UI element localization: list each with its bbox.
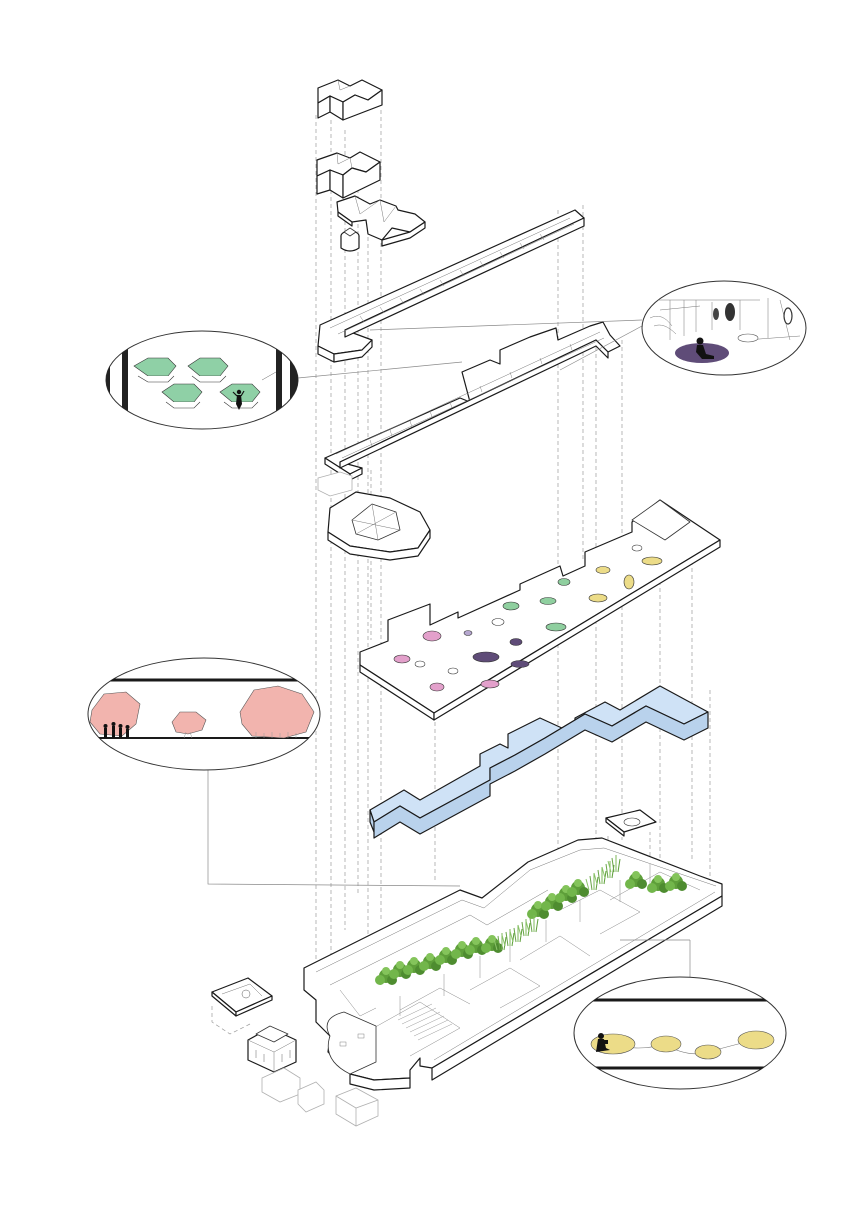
callout-pink-canopies xyxy=(87,657,321,771)
person-icon xyxy=(232,389,245,410)
callout-green-pods xyxy=(105,330,299,430)
layer-upper-block-tower xyxy=(316,151,426,252)
layer-perforated-floor-plate xyxy=(359,499,721,721)
layer-ground-floor-garden xyxy=(303,837,723,1091)
ghost-outline xyxy=(317,471,353,497)
layer-long-upper-wing xyxy=(317,209,585,363)
site-buildings xyxy=(211,977,379,1127)
layer-roof-top-block xyxy=(317,79,383,121)
layer-domed-hall xyxy=(327,491,431,561)
callout-purple-nook xyxy=(641,280,807,376)
small-plaza-piece xyxy=(605,809,657,861)
layer-blue-circulation xyxy=(369,685,709,839)
reading-person-icon xyxy=(596,1033,610,1052)
leader-lines xyxy=(207,319,691,978)
floor-openings xyxy=(393,544,663,692)
seated-person-icon xyxy=(696,337,714,359)
callout-yellow-pods xyxy=(573,976,787,1090)
